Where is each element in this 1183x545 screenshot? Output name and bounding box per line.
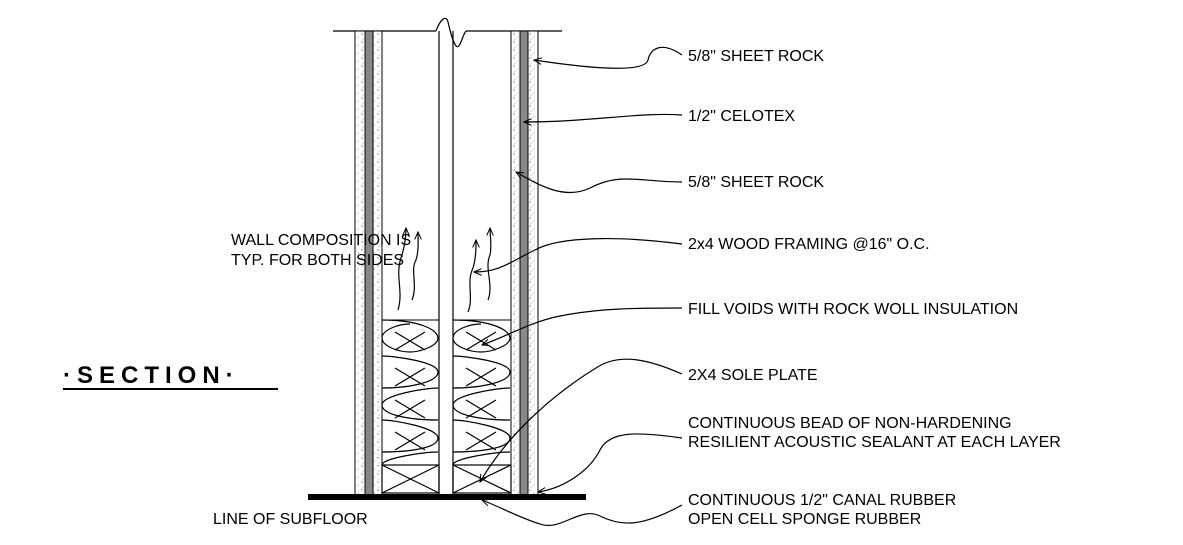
airflow-arrows <box>397 228 491 313</box>
right-outer-sheetrock <box>527 30 539 496</box>
leader-insulation <box>482 307 683 345</box>
callout-canal-rubber-line-1: CONTINUOUS 1/2" CANAL RUBBER <box>688 492 956 509</box>
leader-sealant <box>538 433 683 492</box>
callout-insulation: FILL VOIDS WITH ROCK WOLL INSULATION <box>688 301 1018 318</box>
callout-sealant-line-1: CONTINUOUS BEAD OF NON-HARDENING <box>688 415 1012 432</box>
section-title: ·SECTION· <box>63 362 240 389</box>
callout-celotex: 1/2" CELOTEX <box>688 108 795 125</box>
callout-sole-plate: 2X4 SOLE PLATE <box>688 367 818 384</box>
callout-sheet-rock-inner: 5/8" SHEET ROCK <box>688 174 824 191</box>
note-line-2: TYP. FOR BOTH SIDES <box>231 252 404 269</box>
center-gap <box>438 31 454 495</box>
leader-lines <box>474 46 683 527</box>
leader-celotex <box>524 113 683 122</box>
airflow-arrow-4 <box>488 228 491 301</box>
note-line-1: WALL COMPOSITION IS <box>231 232 411 249</box>
airflow-arrow-2 <box>411 232 418 301</box>
airflow-arrow-3 <box>467 240 476 313</box>
wall-assembly <box>308 17 586 500</box>
left-insulation-batt <box>381 319 440 466</box>
leader-sheet-rock-inner <box>516 172 683 194</box>
leader-sole-plate <box>480 358 683 482</box>
subfloor-line <box>308 494 586 500</box>
callout-canal-rubber-line-2: OPEN CELL SPONGE RUBBER <box>688 511 921 528</box>
leader-canal-rubber <box>482 500 683 527</box>
right-insulation-batt <box>452 319 512 466</box>
subfloor-label: LINE OF SUBFLOOR <box>213 511 368 528</box>
leader-wood-framing <box>474 238 683 272</box>
left-sole-plate <box>381 464 440 494</box>
airflow-arrow-1 <box>397 228 406 311</box>
leader-sheet-rock-outer <box>534 46 683 69</box>
right-inner-sheetrock <box>510 30 521 496</box>
callout-sheet-rock-outer: 5/8" SHEET ROCK <box>688 48 824 65</box>
callout-wood-framing: 2x4 WOOD FRAMING @16" O.C. <box>688 236 930 253</box>
callout-sealant-line-2: RESILIENT ACOUSTIC SEALANT AT EACH LAYER <box>688 434 1061 451</box>
